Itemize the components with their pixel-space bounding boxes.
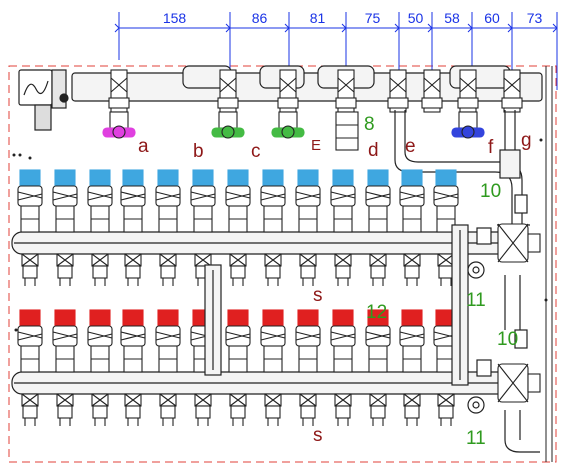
mounting-dots xyxy=(12,138,548,332)
circuit-outlet-icon xyxy=(225,309,251,426)
pump-icon xyxy=(18,69,69,131)
manifold-end-cap xyxy=(497,363,541,403)
gauge-icon xyxy=(467,261,485,414)
dimension-label: 158 xyxy=(163,10,187,26)
circuit-outlet-icon xyxy=(52,309,78,426)
valve-label-g: g xyxy=(521,130,532,151)
circuit-outlet-icon xyxy=(52,169,78,286)
dimension-arrow xyxy=(552,23,558,33)
callout-8: 8 xyxy=(364,114,375,135)
circuit-outlet-icon xyxy=(399,169,425,286)
circuit-outlet-icon xyxy=(295,309,321,426)
valve-label-e: e xyxy=(405,136,416,157)
circuit-outlet-icon xyxy=(330,169,356,286)
callout-10-upper: 10 xyxy=(480,181,501,202)
dimension-arrow xyxy=(427,23,433,33)
section-label-s-lower: s xyxy=(313,425,323,446)
circuit-outlet-icon xyxy=(295,169,321,286)
circuit-outlet-icon xyxy=(120,309,146,426)
callout-11-upper: 11 xyxy=(466,290,486,311)
dimension-label: 73 xyxy=(527,10,543,26)
valve-label-a: a xyxy=(138,136,149,157)
dimension-arrow xyxy=(225,23,231,33)
circuit-outlet-icon xyxy=(433,169,459,286)
valve-label-f: f xyxy=(488,137,494,158)
circuit-outlet-icon xyxy=(330,309,356,426)
flow-meter-icon xyxy=(204,224,469,386)
dimension-arrow xyxy=(284,23,290,33)
circuit-outlet-icon xyxy=(155,169,181,286)
ball-valve-icon xyxy=(421,69,443,113)
callout-11-lower: 11 xyxy=(466,428,486,449)
circuit-outlet-icon xyxy=(365,169,391,286)
ball-valve-icon xyxy=(335,111,359,151)
dimension-arrow xyxy=(467,23,473,33)
dimension-label: 58 xyxy=(444,10,460,26)
circuit-outlet-icon xyxy=(17,309,43,426)
ball-valve-icon xyxy=(387,69,409,113)
section-label-s-upper: s xyxy=(313,285,323,306)
ball-valve-icon xyxy=(102,69,136,139)
valve-label-d: d xyxy=(368,140,379,161)
ball-valve-icon xyxy=(501,69,523,113)
valve-label-e-small: E xyxy=(311,137,321,154)
circuit-outlet-icon xyxy=(87,309,113,426)
circuit-outlet-icon xyxy=(17,169,43,286)
circuit-outlet-icon xyxy=(120,169,146,286)
circuit-outlet-icon xyxy=(365,309,391,426)
circuit-outlet-icon xyxy=(399,309,425,426)
dimension-label: 60 xyxy=(484,10,500,26)
dimension-label: 86 xyxy=(252,10,268,26)
dimension-arrow xyxy=(114,23,120,33)
ball-valve-icon xyxy=(451,69,485,139)
dimension-arrow xyxy=(394,23,400,33)
dimension-label: 81 xyxy=(310,10,326,26)
circuit-outlet-icon xyxy=(155,309,181,426)
callout-12: 12 xyxy=(366,302,387,323)
dimension-arrow xyxy=(341,23,347,33)
ball-valve-icon xyxy=(335,69,357,113)
valve-label-c: c xyxy=(251,141,261,162)
valve-label-b: b xyxy=(193,141,204,162)
dimension-arrow xyxy=(507,23,513,33)
circuit-outlet-icon xyxy=(260,309,286,426)
manifold-end-cap xyxy=(497,223,541,263)
air-vent-icon xyxy=(476,194,528,377)
callout-10-lower: 10 xyxy=(497,329,518,350)
circuit-outlet-icon xyxy=(260,169,286,286)
ball-valve-icon xyxy=(211,69,245,139)
circuit-outlet-icon xyxy=(225,169,251,286)
ball-valve-icon xyxy=(271,69,305,139)
circuit-outlet-icon xyxy=(87,169,113,286)
dimension-label: 75 xyxy=(365,10,381,26)
dimension-label: 50 xyxy=(408,10,424,26)
